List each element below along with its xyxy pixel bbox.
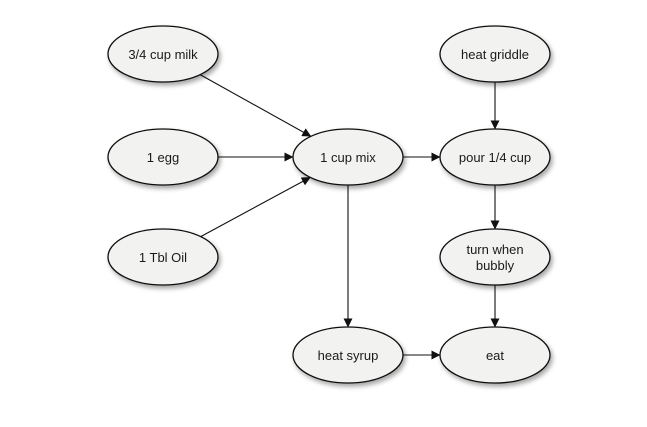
node-pour: pour 1/4 cup bbox=[439, 128, 551, 186]
node-label: heat syrup bbox=[318, 348, 379, 363]
node-ellipse bbox=[439, 25, 551, 83]
node-label: 1 cup mix bbox=[320, 150, 376, 165]
node-ellipse bbox=[107, 228, 219, 286]
node-label: 1 Tbl Oil bbox=[139, 250, 187, 265]
node-syrup: heat syrup bbox=[292, 326, 404, 384]
node-oil: 1 Tbl Oil bbox=[107, 228, 219, 286]
node-ellipse bbox=[292, 128, 404, 186]
node-ellipse bbox=[439, 326, 551, 384]
node-label: heat griddle bbox=[461, 47, 529, 62]
node-label: 3/4 cup milk bbox=[128, 47, 198, 62]
node-eat: eat bbox=[439, 326, 551, 384]
node-label: eat bbox=[486, 348, 504, 363]
node-ellipse bbox=[439, 228, 551, 286]
node-label: 1 egg bbox=[147, 150, 180, 165]
edge-oil-to-mix bbox=[200, 176, 311, 238]
node-ellipse bbox=[439, 128, 551, 186]
edge-milk-to-mix bbox=[199, 74, 312, 137]
node-griddle: heat griddle bbox=[439, 25, 551, 83]
node-ellipse bbox=[292, 326, 404, 384]
nodes-layer: 3/4 cup milk 1 egg 1 Tbl Oil 1 cup mix heat … bbox=[107, 25, 551, 384]
node-mix: 1 cup mix bbox=[292, 128, 404, 186]
node-label: pour 1/4 cup bbox=[459, 150, 531, 165]
edges-layer bbox=[199, 74, 500, 360]
node-ellipse bbox=[107, 128, 219, 186]
node-ellipse bbox=[107, 25, 219, 83]
node-milk: 3/4 cup milk bbox=[107, 25, 219, 83]
node-egg: 1 egg bbox=[107, 128, 219, 186]
